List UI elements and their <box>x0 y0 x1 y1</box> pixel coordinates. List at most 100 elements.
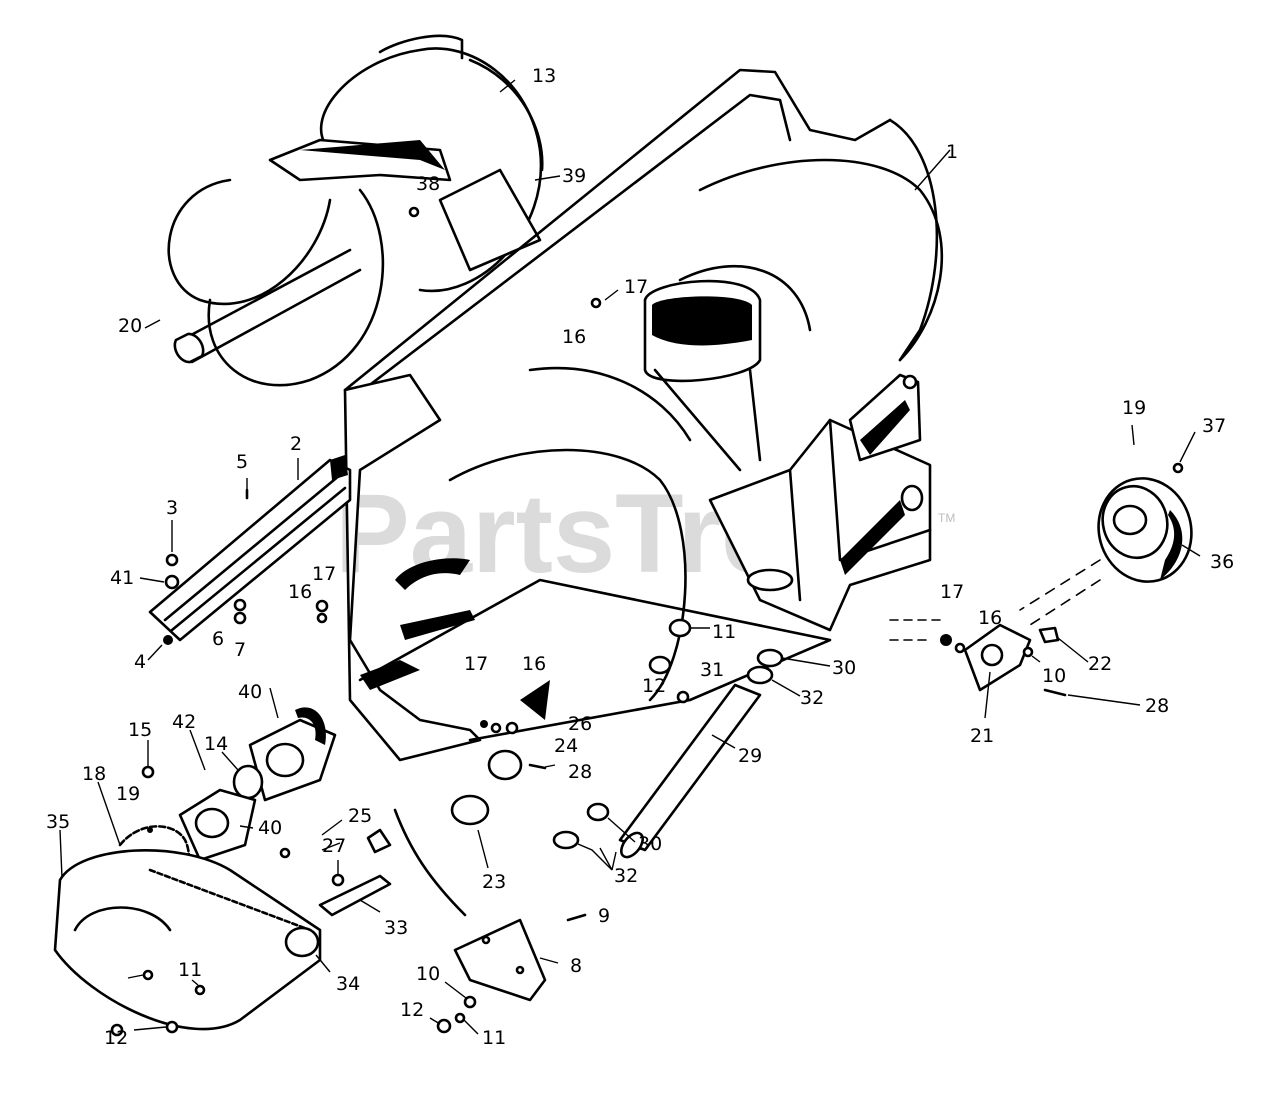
nut-4 <box>163 635 173 645</box>
callout-31: 31 <box>700 659 724 681</box>
washer-11-guard-2 <box>194 984 206 996</box>
callout-11a: 11 <box>712 621 736 643</box>
part-21-bearing <box>889 619 1067 697</box>
plate-8-hole-2 <box>515 965 525 975</box>
leader-30b <box>607 817 636 843</box>
callout-36: 36 <box>1210 551 1234 573</box>
leader-32b <box>577 843 617 871</box>
nut-17-top <box>590 297 602 309</box>
mount-hole <box>900 484 924 512</box>
callout-11b: 11 <box>178 959 202 981</box>
callout-39: 39 <box>562 165 586 187</box>
housing-bottom-mark <box>360 660 420 690</box>
opening-shadow-2 <box>400 610 475 640</box>
bushing-14 <box>232 764 264 800</box>
screw-9 <box>566 913 587 922</box>
callout-17a: 17 <box>624 276 648 298</box>
callout-37: 37 <box>1202 415 1226 437</box>
callout-20: 20 <box>118 315 142 337</box>
washer-16-mid <box>490 722 502 734</box>
auger-flight-1 <box>167 178 332 306</box>
leader-10a <box>1031 655 1041 663</box>
callout-38: 38 <box>416 173 440 195</box>
rail-detail <box>163 473 347 632</box>
leader-17a <box>604 289 619 301</box>
callout-6: 6 <box>212 628 224 650</box>
callout-21: 21 <box>970 725 994 747</box>
callout-42: 42 <box>172 711 196 733</box>
callout-13: 13 <box>532 65 556 87</box>
callout-18: 18 <box>82 763 106 785</box>
bearing-24 <box>487 749 523 781</box>
callout-10b: 10 <box>416 963 440 985</box>
drum-left-front <box>448 448 687 702</box>
shaft-33 <box>318 874 392 917</box>
leader-8 <box>539 957 559 964</box>
auger-assembly <box>167 34 544 387</box>
bearing-shadow <box>295 707 326 745</box>
bushing-30-top <box>756 648 784 668</box>
callout-16b: 16 <box>288 581 312 603</box>
auger-paddle-2 <box>438 168 542 272</box>
callout-2: 2 <box>290 433 302 455</box>
callout-28b: 28 <box>568 761 592 783</box>
nut-6 <box>233 598 247 612</box>
leader-12c <box>133 1026 167 1031</box>
leader-34 <box>315 954 331 973</box>
bolt-28-mid <box>528 763 547 770</box>
callout-17d: 17 <box>464 653 488 675</box>
callout-4: 4 <box>134 651 146 673</box>
nut-12-bottom <box>436 1018 452 1034</box>
nut-17-left <box>315 599 329 613</box>
misc-parts <box>279 206 602 1034</box>
part-35-guard <box>53 849 392 1037</box>
leader-41 <box>139 577 165 583</box>
callout-12a: 12 <box>642 675 666 697</box>
callout-34: 34 <box>336 973 360 995</box>
auger-shaft <box>176 248 362 364</box>
washer-16-right <box>954 642 966 654</box>
nut-17-mid <box>480 720 488 728</box>
callout-19b: 19 <box>116 783 140 805</box>
washer-26 <box>505 721 519 735</box>
leader-28b <box>544 764 556 768</box>
callout-35: 35 <box>46 811 70 833</box>
callout-12c: 12 <box>104 1027 128 1049</box>
pin-31 <box>676 690 690 704</box>
leader-11-bottom <box>463 1019 479 1035</box>
chute-ring-shadow <box>652 296 752 346</box>
leader-23 <box>477 829 489 869</box>
housing-top-rail <box>343 68 892 392</box>
leader-35 <box>59 829 63 879</box>
callout-9: 9 <box>598 905 610 927</box>
leader-37 <box>1179 431 1196 463</box>
rail-end <box>330 455 348 480</box>
callout-32a: 32 <box>800 687 824 709</box>
part-2-rail <box>148 455 352 645</box>
drum-middle <box>678 264 812 332</box>
nut-12-mid <box>648 655 672 675</box>
bolt-22 <box>1038 626 1060 644</box>
part-27 <box>279 847 291 859</box>
mount-slot <box>746 568 794 592</box>
part-36-pulley <box>1019 462 1193 626</box>
callout-3: 3 <box>166 497 178 519</box>
bushing-32-bottom <box>552 830 580 850</box>
mount-frame-shadow <box>840 500 905 575</box>
callout-26: 26 <box>568 713 592 735</box>
leader-18 <box>97 781 121 846</box>
callout-16a: 16 <box>562 326 586 348</box>
callout-19a: 19 <box>1122 397 1146 419</box>
bearing-40-bottom-bore <box>194 807 230 839</box>
drum-right-top <box>698 158 944 362</box>
nut-12-guard-2 <box>165 1020 179 1034</box>
leader-12b <box>429 1017 441 1025</box>
callout-11c: 11 <box>482 1027 506 1049</box>
leader-32a <box>771 679 801 697</box>
setscrew-37 <box>1172 462 1184 474</box>
plate-8-hole <box>481 935 491 945</box>
leader-lines <box>59 79 1201 1035</box>
callout-15: 15 <box>128 719 152 741</box>
